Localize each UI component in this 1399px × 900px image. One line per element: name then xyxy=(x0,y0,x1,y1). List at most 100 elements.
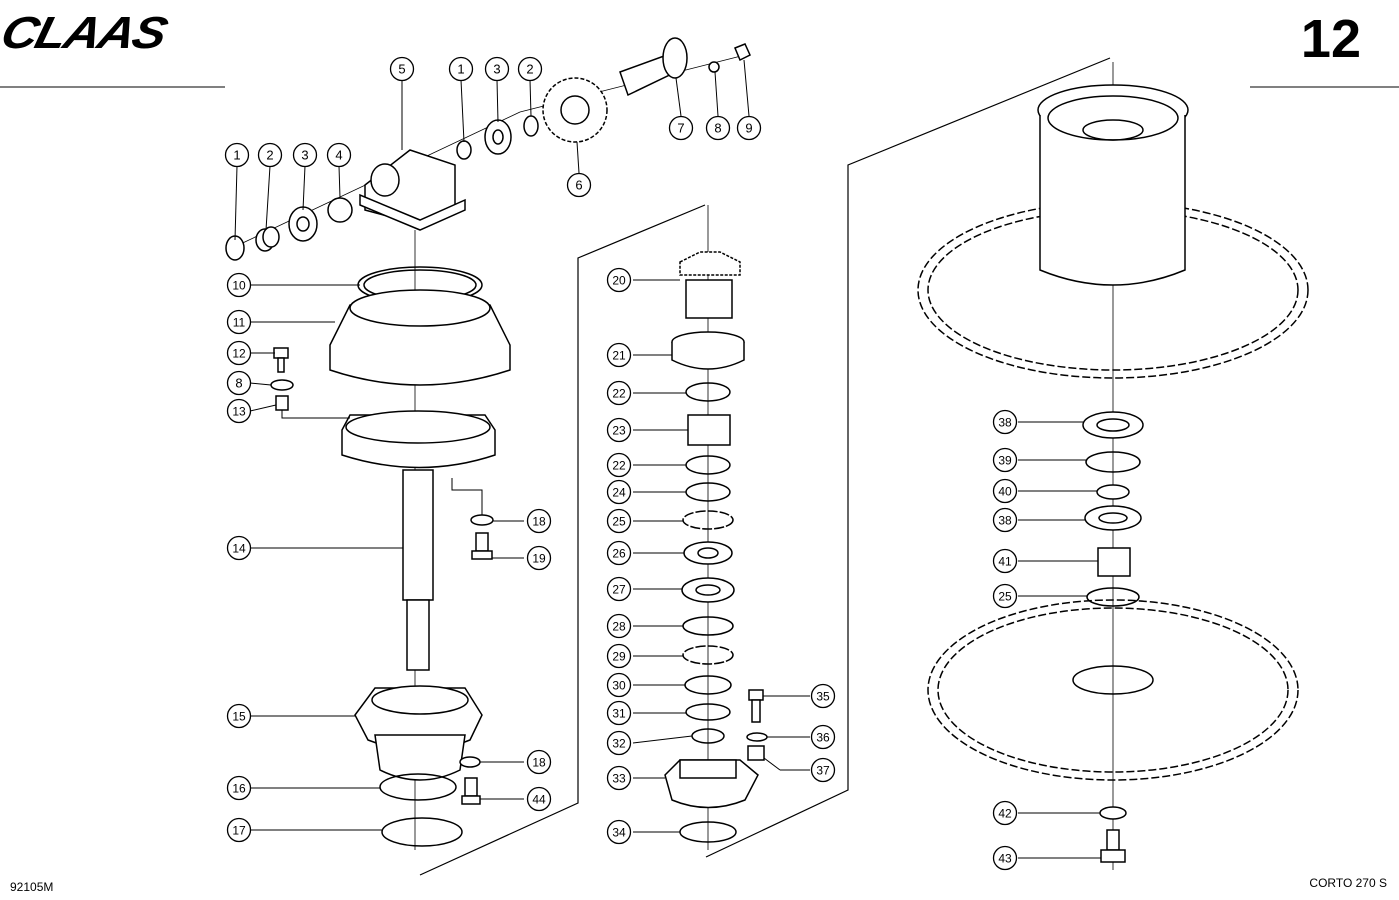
callout-label: 28 xyxy=(612,620,626,634)
callout-label: 13 xyxy=(232,405,246,419)
callout-label: 8 xyxy=(714,121,721,136)
callout-circle xyxy=(606,765,632,791)
callout-c02: 2 xyxy=(257,142,283,168)
callout-c07: 3 xyxy=(484,56,510,82)
callout-circle xyxy=(992,548,1018,574)
callout-circle xyxy=(992,507,1018,533)
callout-circle xyxy=(606,672,632,698)
callout-circle xyxy=(606,452,632,478)
callout-label: 38 xyxy=(998,514,1012,528)
right-assembly xyxy=(917,84,1309,863)
callout-c39: 32 xyxy=(606,730,632,756)
callout-circle xyxy=(606,700,632,726)
callout-circle xyxy=(606,613,632,639)
callout-circle xyxy=(606,342,632,368)
callout-circle xyxy=(292,142,318,168)
callout-c23: 16 xyxy=(226,775,252,801)
callout-label: 34 xyxy=(612,826,626,840)
callout-circle xyxy=(810,683,836,709)
callout-circle xyxy=(606,267,632,293)
callout-c22: 18 xyxy=(526,749,552,775)
callout-circle xyxy=(606,643,632,669)
callout-label: 27 xyxy=(612,583,626,597)
callout-label: 25 xyxy=(998,590,1012,604)
callout-c18: 14 xyxy=(226,535,252,561)
callout-circle xyxy=(606,380,632,406)
callout-label: 10 xyxy=(232,279,246,293)
callout-c21: 15 xyxy=(226,703,252,729)
callout-c32: 25 xyxy=(606,508,632,534)
callout-c30: 22 xyxy=(606,452,632,478)
assembly-axes xyxy=(231,54,1114,870)
callout-label: 38 xyxy=(998,416,1012,430)
callout-c34: 27 xyxy=(606,576,632,602)
callout-circle xyxy=(992,800,1018,826)
callout-c49: 41 xyxy=(992,548,1018,574)
callout-c38: 31 xyxy=(606,700,632,726)
callout-label: 17 xyxy=(232,824,246,838)
callout-c03: 3 xyxy=(292,142,318,168)
callout-circle xyxy=(484,56,510,82)
callout-c05: 5 xyxy=(389,56,415,82)
callout-label: 2 xyxy=(526,62,533,77)
callout-label: 33 xyxy=(612,772,626,786)
callout-label: 43 xyxy=(998,852,1012,866)
model-name: CORTO 270 S xyxy=(1309,876,1387,890)
callout-circle xyxy=(226,703,252,729)
callout-c13: 10 xyxy=(226,272,252,298)
callout-c26: 20 xyxy=(606,267,632,293)
callout-circle xyxy=(226,817,252,843)
callout-label: 41 xyxy=(998,555,1012,569)
callout-circle xyxy=(992,409,1018,435)
callout-circle xyxy=(992,583,1018,609)
callout-circle xyxy=(705,115,731,141)
callout-label: 4 xyxy=(335,148,342,163)
callout-c51: 42 xyxy=(992,800,1018,826)
callout-c37: 30 xyxy=(606,672,632,698)
callout-circle xyxy=(992,447,1018,473)
callout-circle xyxy=(257,142,283,168)
callout-circle xyxy=(526,786,552,812)
callout-label: 22 xyxy=(612,459,626,473)
callout-c27: 21 xyxy=(606,342,632,368)
callout-c52: 43 xyxy=(992,845,1018,871)
callout-label: 16 xyxy=(232,782,246,796)
callout-circle xyxy=(566,172,592,198)
callout-circle xyxy=(606,730,632,756)
callout-circle xyxy=(448,56,474,82)
callout-circle xyxy=(526,508,552,534)
callout-c12: 9 xyxy=(736,115,762,141)
callout-circle xyxy=(526,749,552,775)
left-assembly xyxy=(225,37,751,847)
callout-c41: 34 xyxy=(606,819,632,845)
callout-label: 11 xyxy=(233,316,246,330)
callout-label: 42 xyxy=(998,807,1012,821)
callout-c48: 38 xyxy=(992,507,1018,533)
leader-lines xyxy=(234,59,1101,859)
callout-circle xyxy=(992,478,1018,504)
callout-circle xyxy=(226,775,252,801)
callout-c42: 35 xyxy=(810,683,836,709)
callout-circle xyxy=(326,142,352,168)
callout-label: 1 xyxy=(457,62,464,77)
callout-label: 5 xyxy=(398,62,405,77)
middle-assembly xyxy=(664,251,768,843)
callout-c33: 26 xyxy=(606,540,632,566)
callout-c01: 1 xyxy=(224,142,250,168)
callout-c35: 28 xyxy=(606,613,632,639)
callout-circle xyxy=(606,508,632,534)
callout-label: 26 xyxy=(612,547,626,561)
callout-label: 3 xyxy=(301,148,308,163)
callout-label: 22 xyxy=(612,387,626,401)
callout-circle xyxy=(226,398,252,424)
callout-label: 32 xyxy=(612,737,626,751)
callout-circle xyxy=(606,417,632,443)
callout-circle xyxy=(226,272,252,298)
callout-c28: 22 xyxy=(606,380,632,406)
callout-circle xyxy=(810,724,836,750)
callout-label: 44 xyxy=(532,793,546,807)
callout-c19: 18 xyxy=(526,508,552,534)
